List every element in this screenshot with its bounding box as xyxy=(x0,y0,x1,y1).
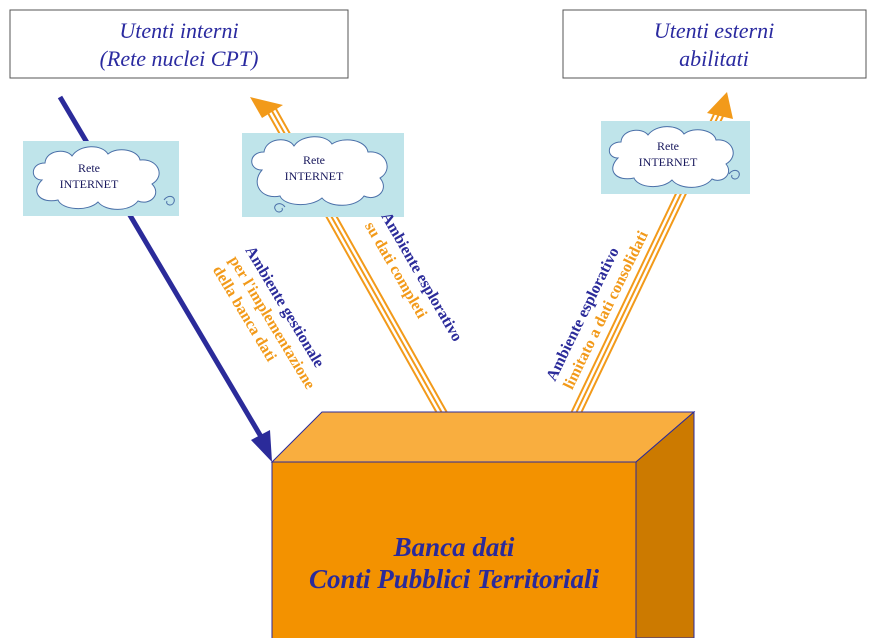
internet-cloud-left: Rete INTERNET xyxy=(23,141,179,216)
cloud-right-line2: INTERNET xyxy=(639,155,698,169)
cloud-middle-line1: Rete xyxy=(303,153,325,167)
internet-cloud-middle: Rete INTERNET xyxy=(242,133,404,217)
external-users-subtitle: abilitati xyxy=(679,46,749,71)
cloud-right-line1: Rete xyxy=(657,139,679,153)
internal-users-box: Utenti interni (Rete nuclei CPT) xyxy=(9,9,349,79)
external-users-box: Utenti esterni abilitati xyxy=(562,9,867,79)
cloud-left-line2: INTERNET xyxy=(60,177,119,191)
database-box: Banca dati Conti Pubblici Territoriali xyxy=(270,410,696,638)
internet-cloud-right: Rete INTERNET xyxy=(601,121,750,194)
database-subtitle: Conti Pubblici Territoriali xyxy=(309,564,600,594)
cloud-left-line1: Rete xyxy=(78,161,100,175)
database-title: Banca dati xyxy=(393,532,515,562)
internal-users-title: Utenti interni xyxy=(119,18,238,43)
explorative-full-channel-label: Ambiente esplorativo su dati completi xyxy=(361,210,465,345)
external-users-title: Utenti esterni xyxy=(654,18,774,43)
internal-users-subtitle: (Rete nuclei CPT) xyxy=(100,46,259,71)
cloud-middle-line2: INTERNET xyxy=(285,169,344,183)
